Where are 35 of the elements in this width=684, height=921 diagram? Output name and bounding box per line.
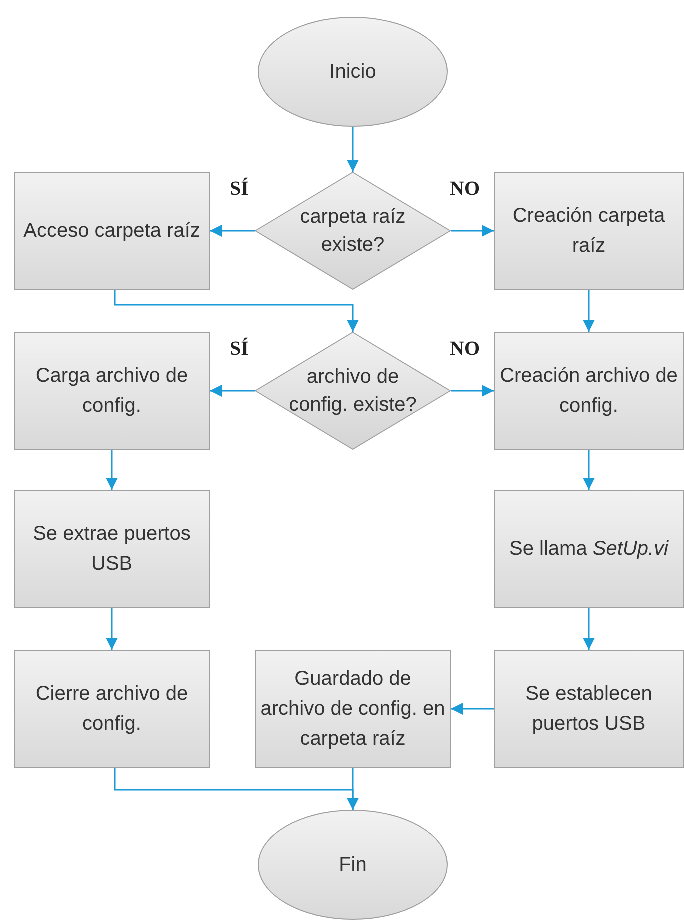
process-box — [494, 332, 684, 450]
node-text: Carga archivo de config. — [34, 364, 190, 419]
process-box — [494, 650, 684, 768]
node-text: Creación archivo de config. — [499, 364, 679, 419]
process-box — [14, 490, 210, 608]
node-text: Guardado de archivo de config. en carpeta raíz — [260, 667, 446, 752]
node-text: Inicio — [330, 60, 376, 85]
process-box — [14, 172, 210, 290]
arrow — [583, 450, 595, 490]
process-box — [14, 332, 210, 450]
node-text: carpeta raíz existe? — [299, 205, 407, 258]
process-box — [255, 650, 451, 768]
arrow — [106, 608, 118, 650]
node-text: archivo de config. existe? — [288, 365, 418, 418]
arrow — [451, 703, 494, 715]
arrow — [106, 450, 118, 490]
arrow — [347, 768, 359, 810]
arrow — [583, 290, 595, 332]
arrow — [210, 385, 255, 397]
node-text: Se extrae puertos USB — [32, 522, 192, 577]
process-box — [14, 650, 210, 768]
node-text: Cierre archivo de config. — [34, 682, 190, 737]
node-text: Acceso carpeta raíz — [24, 219, 200, 244]
arrow — [114, 290, 359, 332]
process-box — [494, 490, 684, 608]
node-text: Creación carpeta raíz — [512, 204, 666, 259]
arrow — [583, 608, 595, 650]
arrow — [347, 127, 359, 172]
node-text: Se establecen puertos USB — [524, 682, 654, 737]
node-text: Se llama SetUp.vi — [510, 537, 668, 562]
arrow — [451, 385, 494, 397]
process-box — [494, 172, 684, 290]
node-text: Fin — [339, 853, 367, 878]
arrow — [451, 225, 494, 237]
arrow — [210, 225, 255, 237]
